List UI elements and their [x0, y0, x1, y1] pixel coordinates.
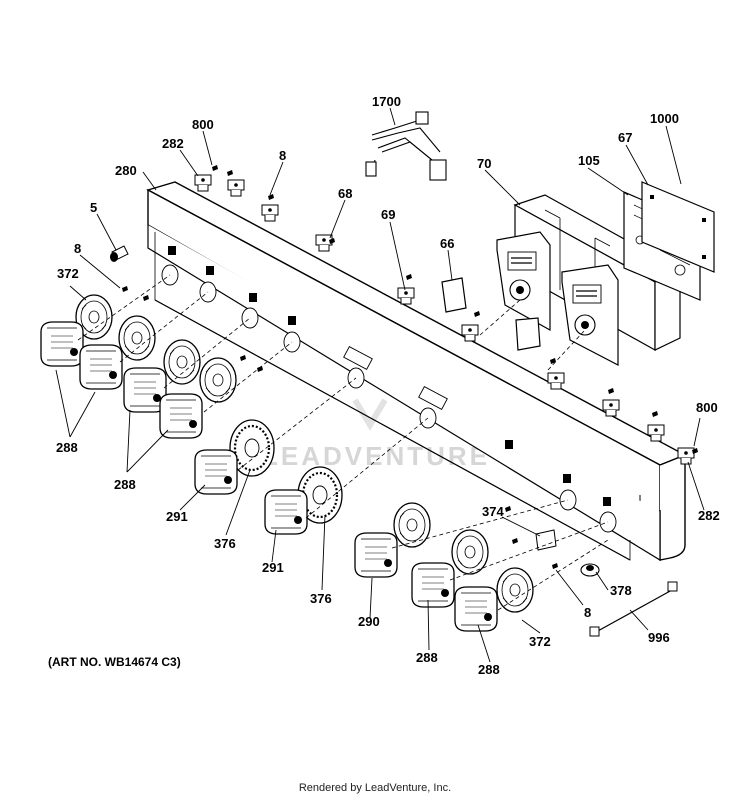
- callout-996: 996: [648, 630, 670, 645]
- callout-66: 66: [440, 236, 454, 251]
- wire-harness: [365, 111, 447, 181]
- knob-bezel: [199, 357, 237, 403]
- burner-knob: [40, 321, 84, 367]
- bracket-clip: [315, 234, 333, 252]
- indicator-light-part: [110, 245, 129, 262]
- callout-68: 68: [338, 186, 352, 201]
- callout-376-a: 376: [214, 536, 236, 551]
- callout-290: 290: [358, 614, 380, 629]
- callout-376-b: 376: [310, 591, 332, 606]
- burner-knob: [354, 532, 398, 578]
- callout-70: 70: [477, 156, 491, 171]
- knob-bezel: [393, 502, 431, 548]
- burner-knob: [79, 344, 123, 390]
- screw: [122, 286, 128, 292]
- bracket-clip: [194, 174, 212, 192]
- assembly-lines: [77, 274, 609, 611]
- screw: [552, 563, 558, 569]
- screw: [608, 388, 614, 394]
- screw: [505, 506, 511, 512]
- knob-bezel: [163, 339, 201, 385]
- thermostat-knob: [194, 449, 238, 495]
- callout-8: 8: [279, 148, 286, 163]
- switch-part: [535, 529, 557, 551]
- callout-372-right: 372: [529, 634, 551, 649]
- art-number: (ART NO. WB14674 C3): [48, 655, 181, 669]
- screw: [227, 170, 233, 176]
- callout-288-a: 288: [56, 440, 78, 455]
- knob-bezel: [496, 567, 534, 613]
- knob-bezel: [451, 529, 489, 575]
- watermark-text: LEADVENTURE: [262, 441, 490, 471]
- membrane-square: [441, 277, 467, 313]
- render-credit: Rendered by LeadVenture, Inc.: [298, 782, 452, 794]
- backguard-panel: [146, 181, 687, 562]
- callout-8-right: 8: [584, 605, 591, 620]
- callout-800-right: 800: [696, 400, 718, 415]
- screw: [512, 538, 518, 544]
- callout-374: 374: [482, 504, 504, 519]
- screw: [268, 194, 274, 200]
- callout-8-left: 8: [74, 241, 81, 256]
- callout-288-c: 288: [416, 650, 438, 665]
- board-cover: [641, 181, 715, 273]
- membrane-square: [515, 317, 541, 351]
- callout-291-b: 291: [262, 560, 284, 575]
- callout-67: 67: [618, 130, 632, 145]
- bracket-clip: [397, 287, 415, 305]
- bracket-clip: [227, 179, 245, 197]
- screw: [406, 274, 412, 280]
- callout-288-b: 288: [114, 477, 136, 492]
- callout-372-left: 372: [57, 266, 79, 281]
- callout-282: 282: [162, 136, 184, 151]
- callout-282-right: 282: [698, 508, 720, 523]
- jumper-cable: [589, 581, 678, 637]
- callout-5: 5: [90, 200, 97, 215]
- thermostat-knob: [264, 489, 308, 535]
- watermark-logo: [352, 398, 388, 431]
- screw: [474, 311, 480, 317]
- callout-280: 280: [115, 163, 137, 178]
- screw: [212, 165, 218, 171]
- screw: [143, 295, 149, 301]
- burner-knob: [411, 562, 455, 608]
- screw: [550, 358, 556, 364]
- callout-378: 378: [610, 583, 632, 598]
- callout-105: 105: [578, 153, 600, 168]
- bracket-clip: [261, 204, 279, 222]
- screw: [257, 366, 263, 372]
- screw: [240, 355, 246, 361]
- callout-1700: 1700: [372, 94, 401, 109]
- callout-1000: 1000: [650, 111, 679, 126]
- callout-800: 800: [192, 117, 214, 132]
- callout-69: 69: [381, 207, 395, 222]
- leader-lines: [55, 107, 705, 663]
- burner-knob: [454, 586, 498, 632]
- callout-288-d: 288: [478, 662, 500, 677]
- callout-291-a: 291: [166, 509, 188, 524]
- screw: [652, 411, 658, 417]
